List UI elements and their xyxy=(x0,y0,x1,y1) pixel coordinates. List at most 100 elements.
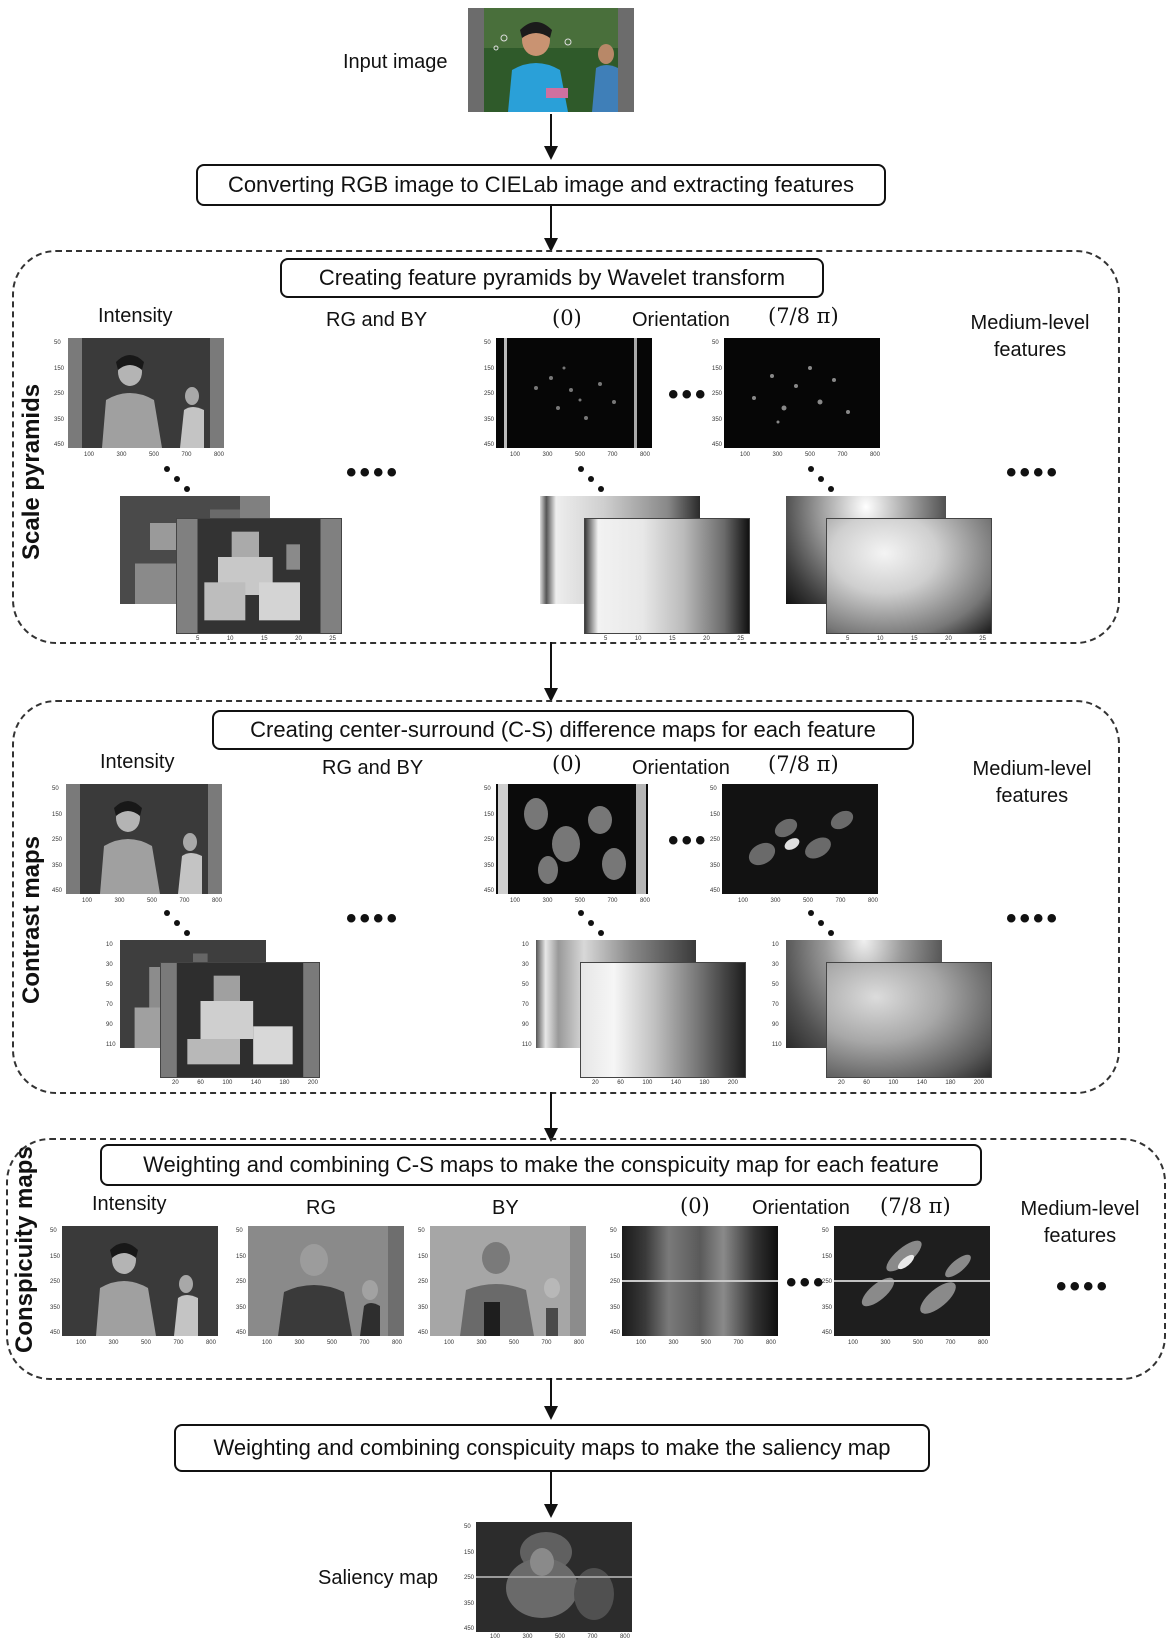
consp-by-label: BY xyxy=(492,1197,519,1219)
input-image-photo xyxy=(468,8,634,112)
contrast-orient78-dot-2 xyxy=(818,920,824,926)
contrast-medium-label: Medium-level features xyxy=(972,758,1092,807)
scale-orient0-level-2 xyxy=(584,518,750,634)
contrast-rgby-ellipsis: •••• xyxy=(346,902,401,935)
step-feature-pyramids: Creating feature pyramids by Wavelet tra… xyxy=(280,258,824,298)
flow-arrow-5 xyxy=(550,1378,552,1408)
contrast-intensity-map xyxy=(66,784,222,894)
contrast-orient0-dot-3 xyxy=(598,930,604,936)
consp-orientation-0-map xyxy=(622,1226,778,1336)
contrast-intensity-dot-1 xyxy=(164,910,170,916)
flow-arrowhead-6 xyxy=(544,1504,558,1518)
consp-medium-label: Medium-level features xyxy=(1020,1198,1140,1247)
scale-pyramids-side-label: Scale pyramids xyxy=(18,383,45,560)
contrast-intensity-dot-2 xyxy=(174,920,180,926)
panel-contrast-maps xyxy=(12,700,1120,1094)
scale-orient0-dot-1 xyxy=(578,466,584,472)
scale-orientation-label: Orientation xyxy=(632,309,730,331)
contrast-orient0-level-2 xyxy=(580,962,746,1078)
scale-orient-zero-label: (0) xyxy=(552,306,582,330)
scale-orient78-dot-2 xyxy=(818,476,824,482)
scale-orient-middle-ellipsis: ••• xyxy=(668,378,709,411)
contrast-orientation-0-map xyxy=(496,784,648,894)
scale-intensity-map xyxy=(68,338,224,448)
contrast-orient0-dot-1 xyxy=(578,910,584,916)
step-conspicuity: Weighting and combining C-S maps to make… xyxy=(100,1144,982,1186)
consp-rg-map xyxy=(248,1226,404,1336)
step-saliency: Weighting and combining conspicuity maps… xyxy=(174,1424,930,1472)
contrast-rgby-label: RG and BY xyxy=(322,757,424,779)
contrast-orient-zero-label: (0) xyxy=(552,752,582,776)
conspicuity-maps-side-label: Conspicuity maps xyxy=(11,1146,38,1353)
flow-arrow-3 xyxy=(550,642,552,690)
consp-orient-zero-label: (0) xyxy=(680,1194,710,1218)
flow-arrowhead-5 xyxy=(544,1406,558,1420)
contrast-intensity-label: Intensity xyxy=(100,751,175,773)
contrast-maps-side-label: Contrast maps xyxy=(18,835,45,1004)
step-convert-cielab: Converting RGB image to CIELab image and… xyxy=(196,164,886,206)
flow-arrow-6 xyxy=(550,1472,552,1506)
contrast-orient-middle-ellipsis: ••• xyxy=(668,824,709,857)
consp-orient-middle-ellipsis: ••• xyxy=(786,1266,827,1299)
scale-intensity-dot-1 xyxy=(164,466,170,472)
flow-arrowhead-2 xyxy=(544,238,558,252)
contrast-orient78-dot-3 xyxy=(828,930,834,936)
scale-orient78-dot-3 xyxy=(828,486,834,492)
scale-intensity-level-2 xyxy=(176,518,342,634)
consp-intensity-map xyxy=(62,1226,218,1336)
scale-orientation-0-map xyxy=(496,338,652,448)
panel-conspicuity-maps xyxy=(6,1138,1166,1380)
consp-rg-label: RG xyxy=(306,1197,336,1219)
input-image-label: Input image xyxy=(343,51,448,73)
saliency-map-label: Saliency map xyxy=(318,1567,439,1589)
scale-orient0-dot-2 xyxy=(588,476,594,482)
contrast-orientation-78pi-map xyxy=(722,784,878,894)
flow-arrow-1 xyxy=(550,114,552,148)
consp-intensity-label: Intensity xyxy=(92,1193,167,1215)
scale-medium-ellipsis: •••• xyxy=(1006,456,1061,489)
scale-orient78-level-2 xyxy=(826,518,992,634)
flow-arrow-2 xyxy=(550,206,552,240)
contrast-orient78-level-2 xyxy=(826,962,992,1078)
contrast-orientation-label: Orientation xyxy=(632,757,730,779)
scale-orient78-dot-1 xyxy=(808,466,814,472)
contrast-medium-ellipsis: •••• xyxy=(1006,902,1061,935)
scale-intensity-dot-2 xyxy=(174,476,180,482)
contrast-intensity-level-2 xyxy=(160,962,320,1078)
scale-rgby-ellipsis: •••• xyxy=(346,456,401,489)
saliency-map-image xyxy=(476,1522,632,1632)
contrast-orient0-dot-2 xyxy=(588,920,594,926)
consp-orientation-78pi-map xyxy=(834,1226,990,1336)
scale-rgby-label: RG and BY xyxy=(326,309,428,331)
